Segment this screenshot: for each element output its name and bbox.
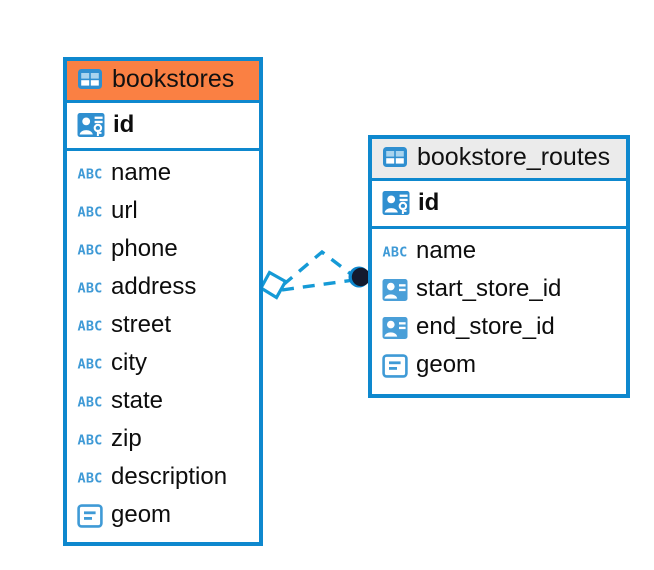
text-type-icon: ABC	[77, 318, 103, 333]
field-label: city	[111, 349, 147, 377]
field-label: address	[111, 273, 197, 301]
field-row-geom[interactable]: geom	[372, 347, 626, 385]
entity-bookstore-routes[interactable]: bookstore_routes id	[368, 135, 630, 398]
relationship-line-lower	[281, 278, 355, 292]
svg-text:ABC: ABC	[78, 204, 103, 219]
entity-title: bookstores	[112, 65, 235, 93]
field-row-start-store-id[interactable]: start_store_id	[372, 271, 626, 309]
field-list-bookstore-routes: ABC name start_store_id	[372, 229, 626, 391]
text-type-icon: ABC	[77, 166, 103, 181]
field-label: start_store_id	[416, 275, 562, 303]
field-row-name[interactable]: ABC name	[372, 233, 626, 271]
primary-key-section: id	[67, 103, 259, 151]
field-row-description[interactable]: ABC description	[67, 459, 259, 497]
text-type-icon: ABC	[77, 432, 103, 447]
field-label: end_store_id	[416, 313, 555, 341]
field-row-name[interactable]: ABC name	[67, 155, 259, 193]
field-label: state	[111, 387, 164, 415]
field-label: zip	[111, 425, 142, 453]
svg-text:ABC: ABC	[78, 470, 103, 485]
field-label: geom	[111, 501, 172, 529]
svg-text:ABC: ABC	[78, 356, 103, 371]
filled-circle-icon	[348, 266, 371, 288]
field-label: geom	[416, 351, 477, 379]
field-label: url	[111, 197, 138, 225]
svg-text:ABC: ABC	[78, 394, 103, 409]
text-type-icon: ABC	[77, 242, 103, 257]
svg-text:ABC: ABC	[78, 280, 103, 295]
svg-text:ABC: ABC	[78, 432, 103, 447]
field-row-zip[interactable]: ABC zip	[67, 421, 259, 459]
field-row-street[interactable]: ABC street	[67, 307, 259, 345]
foreign-key-icon	[382, 278, 408, 302]
foreign-key-icon	[382, 316, 408, 340]
field-list-bookstores: ABC name ABC url ABC p	[67, 151, 259, 541]
field-row-state[interactable]: ABC state	[67, 383, 259, 421]
field-label: name	[111, 159, 172, 187]
primary-key-section: id	[372, 181, 626, 229]
geometry-type-icon	[77, 503, 103, 528]
svg-text:ABC: ABC	[78, 318, 103, 333]
svg-text:ABC: ABC	[78, 242, 103, 257]
text-type-icon: ABC	[77, 280, 103, 295]
text-type-icon: ABC	[77, 356, 103, 371]
primary-key-icon	[382, 190, 410, 216]
field-label: name	[416, 237, 477, 265]
entity-bookstores[interactable]: bookstores id	[63, 57, 263, 546]
field-row-url[interactable]: ABC url	[67, 193, 259, 231]
entity-header-bookstore-routes[interactable]: bookstore_routes	[372, 139, 626, 181]
field-label: id	[418, 188, 440, 216]
text-type-icon: ABC	[77, 470, 103, 485]
field-row-id[interactable]: id	[372, 181, 626, 226]
field-row-end-store-id[interactable]: end_store_id	[372, 309, 626, 347]
geometry-type-icon	[382, 353, 408, 378]
entity-title: bookstore_routes	[417, 143, 611, 171]
table-icon	[77, 68, 103, 90]
field-label: phone	[111, 235, 178, 263]
text-type-icon: ABC	[77, 204, 103, 219]
field-row-address[interactable]: ABC address	[67, 269, 259, 307]
field-row-geom[interactable]: geom	[67, 497, 259, 535]
svg-text:ABC: ABC	[383, 244, 408, 259]
table-icon	[382, 146, 408, 168]
field-label: street	[111, 311, 172, 339]
entity-header-bookstores[interactable]: bookstores	[67, 61, 259, 103]
svg-text:ABC: ABC	[78, 166, 103, 181]
field-row-city[interactable]: ABC city	[67, 345, 259, 383]
field-label: id	[113, 110, 135, 138]
primary-key-icon	[77, 112, 105, 138]
diamond-outline-icon	[258, 270, 288, 300]
field-label: description	[111, 463, 228, 491]
text-type-icon: ABC	[77, 394, 103, 409]
relationship-line-upper	[281, 249, 358, 287]
field-row-id[interactable]: id	[67, 103, 259, 148]
text-type-icon: ABC	[382, 244, 408, 259]
field-row-phone[interactable]: ABC phone	[67, 231, 259, 269]
